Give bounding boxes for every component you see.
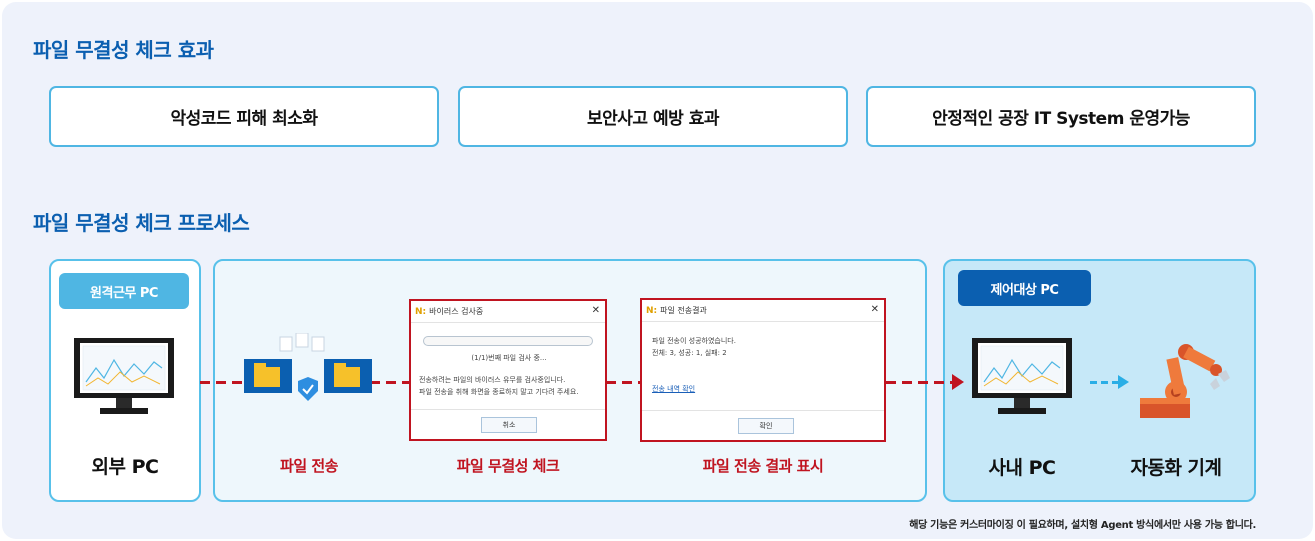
flow-line-5 [1090,381,1118,384]
step-result-label: 파일 전송 결과 표시 [702,457,824,475]
process-title: 파일 무결성 체크 프로세스 [33,211,250,235]
dialog-header: N: 파일 전송결과 [642,300,884,322]
flow-line-1 [200,381,246,384]
monitor-icon [972,338,1072,414]
folder-icon [244,333,372,401]
transfer-result-dialog: N: 파일 전송결과 ✕ 파일 전송이 성공하였습니다. 전체: 3, 성공: … [640,298,886,442]
monitor-icon [74,338,174,414]
scan-message-1: 전송하려는 파일의 바이러스 유무를 검사중입니다. [419,376,566,384]
confirm-button[interactable]: 확인 [738,418,794,434]
effect-box-prevention: 보안사고 예방 효과 [458,86,848,147]
close-icon[interactable]: ✕ [870,304,879,315]
app-logo-icon: N: [415,306,427,317]
robot-arm-icon [1140,344,1230,418]
control-pc-badge: 제어대상 PC [958,270,1091,306]
dialog-title: 바이러스 검사중 [429,307,484,316]
flow-line-2 [370,381,410,384]
virus-scan-dialog: N: 바이러스 검사중 ✕ (1/1)번째 파일 검사 중... 전송하려는 파… [409,299,607,441]
effects-title: 파일 무결성 체크 효과 [33,38,214,62]
effect-box-malware: 악성코드 피해 최소화 [49,86,439,147]
flow-line-4 [886,381,952,384]
step-integrity-label: 파일 무결성 체크 [456,457,560,475]
scan-message-2: 파일 전송을 취해 화면을 종료하지 말고 기다려 주세요. [419,388,579,396]
effect-box-stability: 안정적인 공장 IT System 운영가능 [866,86,1256,147]
app-logo-icon: N: [646,305,658,316]
detail-link[interactable]: 전송 내역 확인 [652,385,696,393]
cancel-button[interactable]: 취소 [481,417,537,433]
remote-pc-badge: 원격근무 PC [59,273,189,309]
arrow-right-icon [952,374,964,390]
internal-pc-label: 사내 PC [988,457,1056,479]
shield-check-icon [298,377,318,401]
dialog-header: N: 바이러스 검사중 [411,301,605,323]
close-icon[interactable]: ✕ [591,305,600,316]
external-pc-label: 외부 PC [91,456,159,478]
machine-label: 자동화 기계 [1130,457,1222,479]
result-message-1: 파일 전송이 성공하였습니다. [652,337,736,345]
arrow-right-icon [1118,375,1129,389]
progress-text: (1/1)번째 파일 검사 중... [471,354,547,362]
dialog-title: 파일 전송결과 [660,306,707,315]
progress-bar [423,336,593,346]
footnote: 해당 기능은 커스터마이징 이 필요하며, 설치형 Agent 방식에서만 사용… [909,520,1256,531]
flow-line-3 [606,381,642,384]
result-message-2: 전체: 3, 성공: 1, 실패: 2 [652,349,727,357]
step-transfer-label: 파일 전송 [280,457,338,475]
